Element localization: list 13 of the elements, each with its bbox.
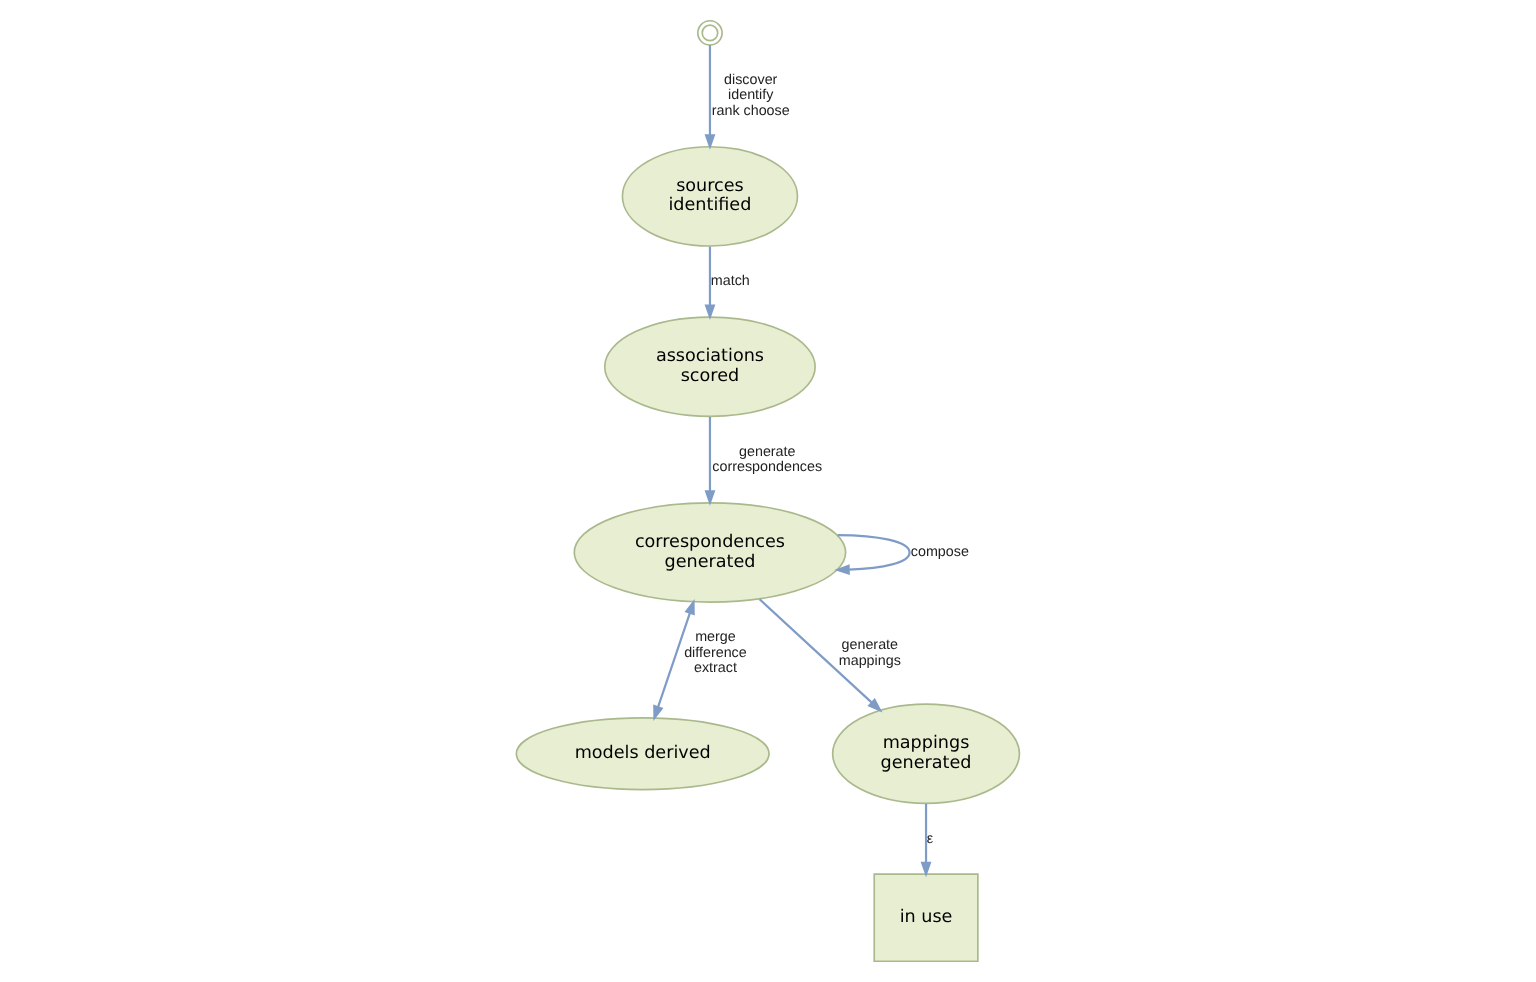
node-box: in use	[873, 873, 979, 963]
arrow	[653, 599, 695, 721]
node-ellipse: correspondences generated	[573, 502, 847, 603]
node-ellipse: mappings generated	[831, 703, 1021, 805]
arrow	[704, 45, 716, 150]
node-ellipse: sources identified	[621, 145, 799, 247]
arrow	[834, 534, 911, 575]
arrow	[758, 598, 883, 713]
node-ellipse: associations scored	[603, 316, 816, 418]
node-ellipse: models derived	[515, 717, 770, 791]
arrow	[920, 803, 932, 878]
arrow	[704, 246, 716, 321]
arrow	[704, 417, 716, 506]
